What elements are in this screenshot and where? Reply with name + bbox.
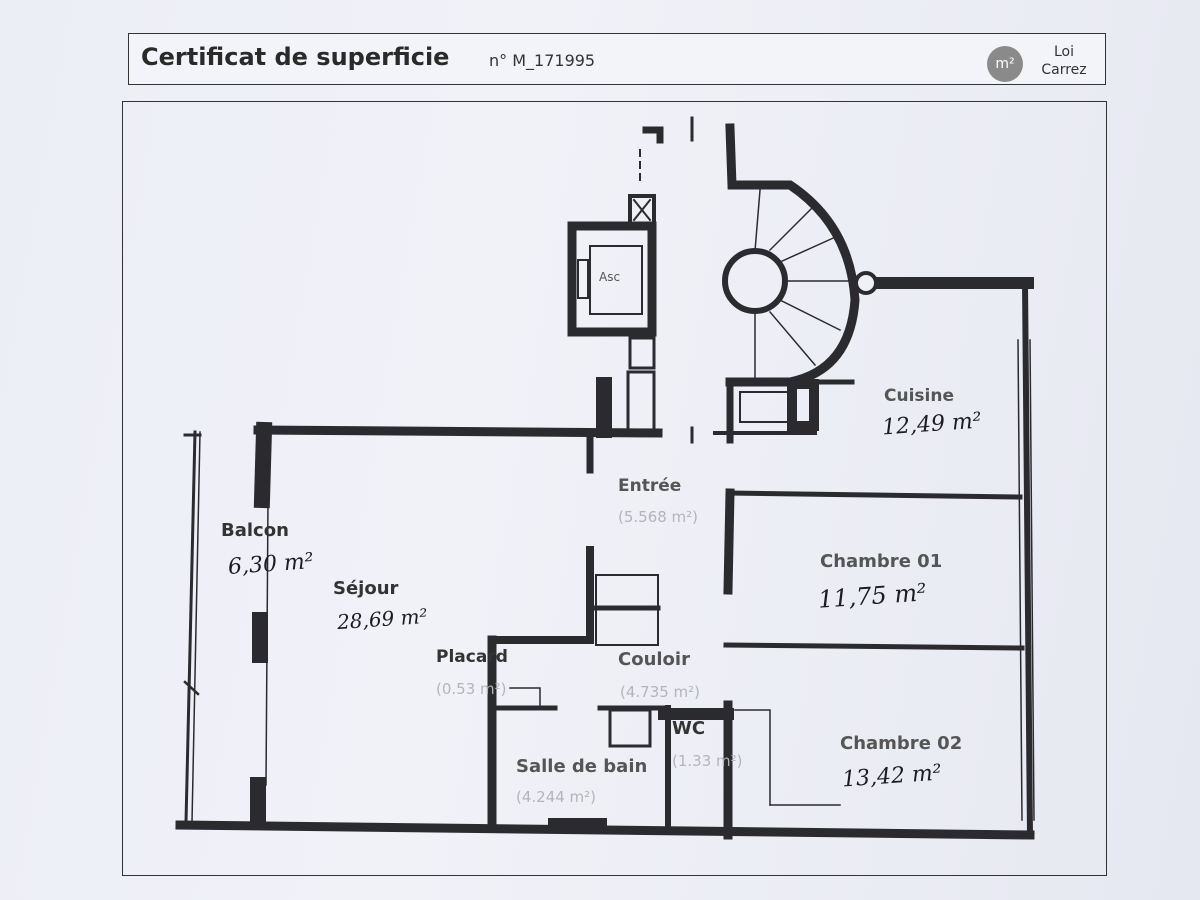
room-label-placard: Placard xyxy=(436,647,508,667)
balcony-rail xyxy=(184,430,197,824)
room-area-salle-de-bain: (4.244 m²) xyxy=(516,788,597,806)
floor-plan-frame xyxy=(122,101,1107,876)
room-area-wc: (1.33 m²) xyxy=(672,752,743,770)
room-label-wc: WC xyxy=(672,718,706,739)
room-area-entree: (5.568 m²) xyxy=(618,508,699,526)
room-label-couloir: Couloir xyxy=(618,649,690,670)
room-area-placard: (0.53 m²) xyxy=(436,680,507,698)
elevator-label: Asc xyxy=(599,270,621,284)
room-label-chambre-01: Chambre 01 xyxy=(820,551,943,572)
room-label-sejour: Séjour xyxy=(333,578,399,599)
loi-line-1: Loi xyxy=(1053,44,1074,60)
m2-logo-icon: m² xyxy=(987,46,1023,82)
chambre01-south-wall xyxy=(723,642,1025,651)
room-label-cuisine: Cuisine xyxy=(884,386,954,406)
stair-core-icon xyxy=(722,248,788,314)
room-label-balcon: Balcon xyxy=(221,520,289,541)
certificate-number: n° M_171995 xyxy=(489,51,596,70)
certificate-header: Certificat de superficie n° M_171995 m² … xyxy=(128,33,1106,85)
chambre01-north-wall xyxy=(727,490,1023,500)
elevator-shaft xyxy=(567,221,657,337)
room-label-chambre-02: Chambre 02 xyxy=(840,733,963,754)
east-wall xyxy=(1021,278,1034,839)
stair-wall xyxy=(725,123,860,387)
room-label-entree: Entrée xyxy=(618,476,682,496)
room-label-salle-de-bain: Salle de bain xyxy=(516,756,648,777)
sejour-west-wall xyxy=(253,421,273,509)
room-area-couloir: (4.735 m²) xyxy=(620,683,701,701)
loi-carrez-label: Loi Carrez xyxy=(1029,43,1099,79)
loi-line-2: Carrez xyxy=(1041,62,1087,78)
certificate-title: Certificat de superficie xyxy=(141,43,450,71)
